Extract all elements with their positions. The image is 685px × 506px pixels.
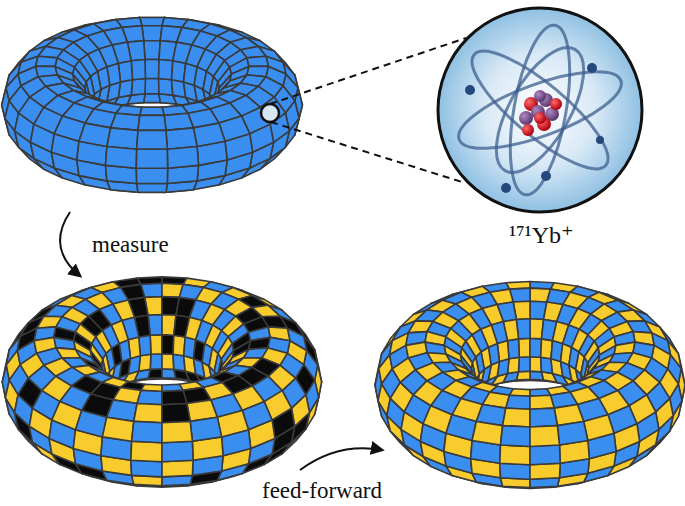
torus-cell (140, 107, 164, 115)
torus-cell (506, 395, 530, 409)
torus-cell (137, 390, 162, 404)
torus-cell (132, 421, 162, 442)
torus-corrected (375, 282, 685, 489)
torus-cell (76, 411, 107, 437)
torus-cell (144, 41, 161, 60)
step-label: feed-forward (262, 478, 382, 503)
torus-cell (134, 404, 162, 423)
torus-cell (107, 128, 138, 149)
zoom-spot (261, 104, 279, 122)
torus-cell (162, 390, 187, 404)
torus-cell (150, 354, 162, 370)
torus-cell (162, 421, 192, 442)
torus-cell (159, 60, 173, 80)
torus-cell (136, 149, 167, 168)
torus-cell (530, 408, 557, 427)
torus-cell (137, 130, 168, 149)
torus-cell (162, 335, 174, 355)
atom-bubble (438, 8, 642, 212)
torus-cell (102, 417, 133, 441)
torus-cell (260, 97, 285, 124)
ion-label: ¹⁷¹Yb⁺ (509, 222, 574, 248)
torus-cell (530, 445, 560, 465)
atom-orbits (450, 21, 629, 199)
torus-cell (500, 445, 530, 465)
torus-cell (131, 441, 162, 462)
torus-cell (79, 123, 111, 146)
torus-cell (530, 463, 560, 479)
torus-cell (247, 56, 269, 66)
torus-cell (162, 404, 190, 423)
flow-arrow (60, 212, 80, 276)
electrons (465, 63, 604, 193)
torus-cell (140, 18, 164, 26)
step-label: measure (92, 232, 169, 257)
torus-cell (446, 415, 476, 441)
torus-cell (36, 56, 58, 66)
torus-cell (106, 147, 137, 169)
torus-cell (217, 411, 248, 437)
zoom-line (270, 38, 466, 104)
torus-measured (2, 277, 321, 487)
torus-cell (530, 357, 542, 372)
torus-cell (137, 184, 168, 193)
torus-cell (530, 338, 542, 357)
torus-cell (131, 460, 162, 477)
nucleus (519, 90, 562, 136)
zoom-line (271, 122, 462, 182)
torus-cell (530, 395, 554, 409)
torus-cell (131, 60, 145, 80)
torus-cell (142, 26, 162, 41)
torus-cell (503, 408, 530, 427)
torus-cell (131, 79, 145, 96)
torus-cell (150, 335, 162, 355)
torus-cell (162, 441, 193, 462)
torus-cell (136, 168, 167, 183)
torus-cell (519, 357, 531, 372)
torus-uniform (2, 18, 303, 193)
torus-cell (166, 128, 197, 149)
torus-cell (145, 60, 159, 79)
torus-cell (167, 147, 198, 169)
torus-cell (145, 79, 159, 94)
torus-cell (190, 417, 221, 441)
torus-cell (501, 426, 531, 447)
torus-cell (472, 422, 503, 446)
torus-cell (557, 422, 588, 446)
torus-cell (162, 460, 193, 477)
torus-cell (162, 354, 174, 370)
torus-cell (138, 115, 166, 130)
torus-cell (530, 426, 560, 447)
torus-cell (159, 79, 173, 96)
torus-cell (193, 123, 225, 146)
torus-cell (500, 463, 530, 479)
torus-cell (519, 338, 531, 357)
torus-cell (144, 94, 161, 103)
flow-arrow (300, 448, 382, 470)
torus-cell (584, 415, 614, 441)
